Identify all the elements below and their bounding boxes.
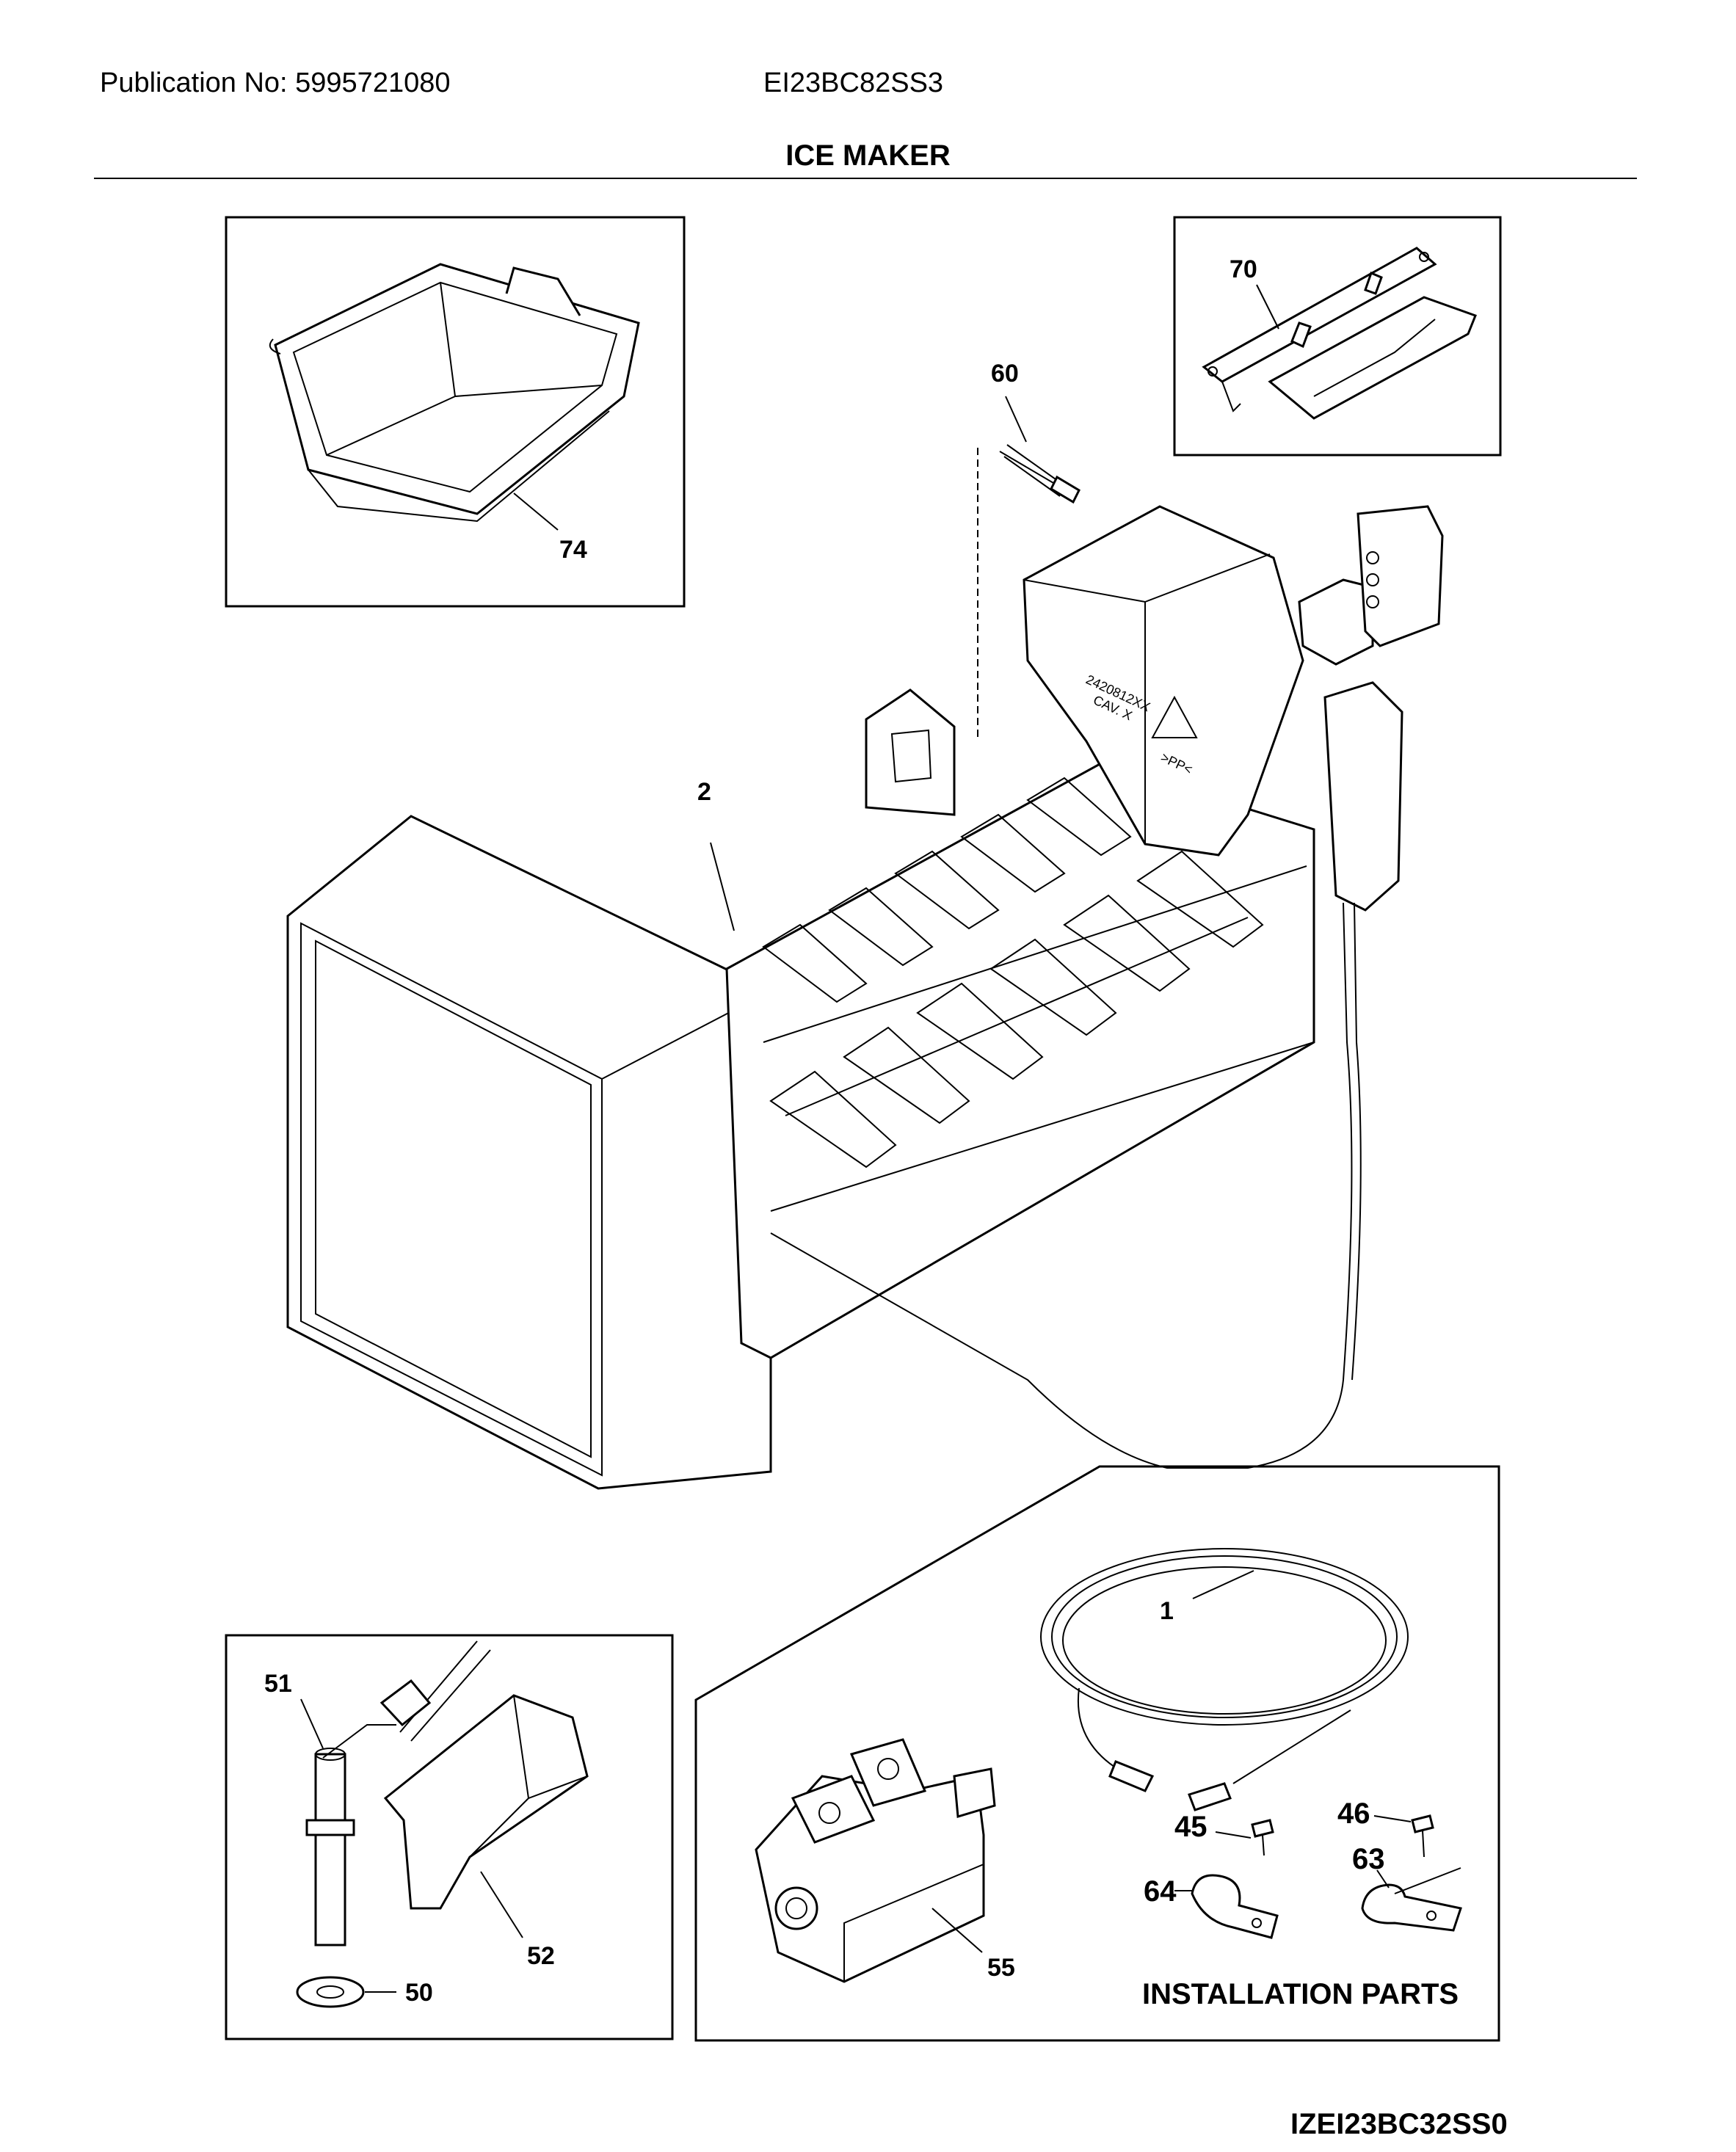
heater-arm-and-wire	[770, 681, 1403, 1469]
wire-harness-connector	[1298, 505, 1444, 666]
leader-45	[1215, 1831, 1252, 1839]
callout-63: 63	[1352, 1843, 1385, 1875]
callout-50: 50	[405, 1979, 433, 2007]
leader-2	[710, 842, 735, 931]
clamp-63	[1361, 1867, 1462, 1932]
leader-46	[1373, 1815, 1412, 1822]
callout-64: 64	[1144, 1875, 1177, 1908]
panel-mounting-bracket: 70	[1173, 216, 1502, 457]
diagram-code: IZEI23BC32SS0	[1290, 2108, 1508, 2140]
leader-70	[1256, 284, 1279, 330]
leader-55	[931, 1908, 983, 1953]
ejector-fingers	[762, 777, 1264, 1168]
leader-63	[1376, 1869, 1390, 1889]
publication-number: Publication No: 5995721080	[100, 68, 451, 98]
heater-cover-52	[383, 1694, 589, 1910]
leader-1	[1192, 1570, 1254, 1599]
callout-1: 1	[1160, 1597, 1174, 1625]
callout-2: 2	[697, 778, 711, 806]
mounting-bracket-drawing	[1202, 247, 1477, 420]
water-valve-55	[755, 1738, 996, 1983]
fill-tube-drawing	[305, 1640, 491, 1946]
callout-46: 46	[1337, 1797, 1370, 1830]
screw-46	[1411, 1814, 1434, 1858]
clamp-64	[1191, 1874, 1279, 1939]
callout-51: 51	[264, 1670, 292, 1698]
recycle-triangle	[1151, 695, 1198, 738]
leader-52	[480, 1871, 523, 1938]
callout-70: 70	[1230, 255, 1257, 283]
installation-parts-label: INSTALLATION PARTS	[1142, 1978, 1459, 2010]
ice-maker-assembly: 2420812XX CAV. X >PP< 2	[286, 505, 1444, 1490]
header-rule	[94, 178, 1637, 179]
panel-installation-parts: 1 55 45 64	[694, 1465, 1500, 2042]
model-number: EI23BC82SS3	[763, 68, 944, 98]
callout-45: 45	[1174, 1811, 1207, 1843]
ice-bucket-drawing	[269, 263, 640, 523]
fill-cup: 2420812XX CAV. X >PP<	[1023, 505, 1304, 857]
callout-55: 55	[987, 1954, 1015, 1982]
callout-74: 74	[559, 536, 587, 564]
callout-60: 60	[991, 360, 1019, 388]
panel-fill-tube: 51 52 50	[225, 1634, 674, 2040]
leader-51	[300, 1698, 324, 1749]
callout-52: 52	[527, 1942, 555, 1970]
panel-ice-bucket: 74	[225, 216, 686, 608]
grommet-50	[296, 1976, 365, 2008]
screw-45	[1251, 1819, 1274, 1856]
leader-74	[513, 492, 559, 531]
screw-60: 60	[977, 360, 1081, 741]
water-tubing-1	[1040, 1548, 1409, 1811]
page-title: ICE MAKER	[785, 139, 951, 172]
leader-60	[1005, 396, 1027, 443]
